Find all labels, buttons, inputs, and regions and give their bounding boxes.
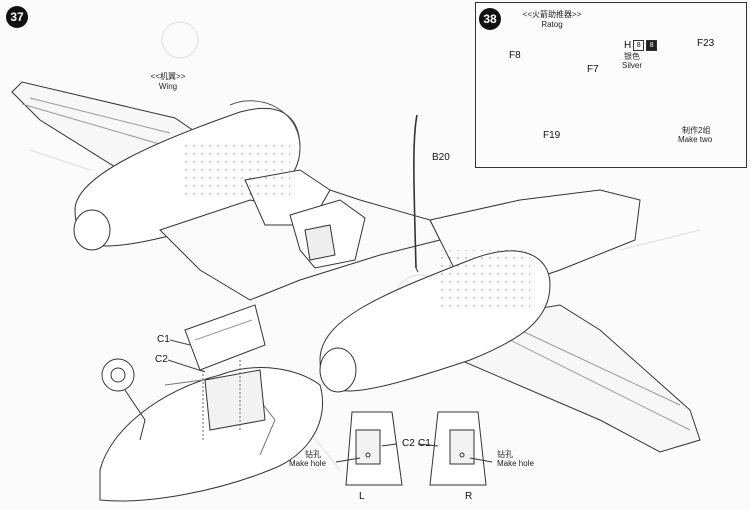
part-f19-label: F19	[543, 130, 561, 141]
wing-label-en: Wing	[158, 82, 178, 91]
part-c1-label: C1	[157, 334, 170, 345]
paint-code-letter: H	[624, 40, 632, 52]
make-two-cn: 制作2组	[682, 126, 711, 135]
step-38-badge: 38	[479, 8, 501, 30]
panel-c1-label: C1	[418, 438, 431, 449]
make-hole-en-right: Make hole	[497, 459, 534, 468]
make-hole-en-left: Make hole	[289, 459, 326, 468]
part-f8-label: F8	[509, 50, 521, 61]
part-b20-label: B20	[432, 152, 450, 163]
make-two-en: Make two	[678, 135, 713, 144]
part-f23-label: F23	[697, 38, 715, 49]
ratog-label-cn: <<火箭助推器>>	[522, 10, 582, 19]
right-panel-mark: R	[465, 491, 473, 502]
left-panel-mark: L	[359, 491, 365, 502]
part-f7-label: F7	[587, 64, 599, 75]
silver-cn: 银色	[624, 52, 640, 61]
part-c2-label: C2	[155, 354, 168, 365]
make-hole-cn-right: 钻孔	[497, 450, 513, 459]
paint-swatch-light: 8	[633, 40, 645, 51]
step-37-badge: 37	[6, 6, 28, 28]
paint-swatch-dark: 8	[646, 40, 658, 51]
make-hole-cn-left: 钻孔	[305, 450, 321, 459]
silver-en: Silver	[622, 61, 643, 70]
step-38-inset	[475, 2, 747, 168]
wing-label-cn: <<机翼>>	[150, 72, 186, 81]
ratog-label-en: Ratog	[541, 20, 563, 29]
panel-c2-label: C2	[402, 438, 415, 449]
